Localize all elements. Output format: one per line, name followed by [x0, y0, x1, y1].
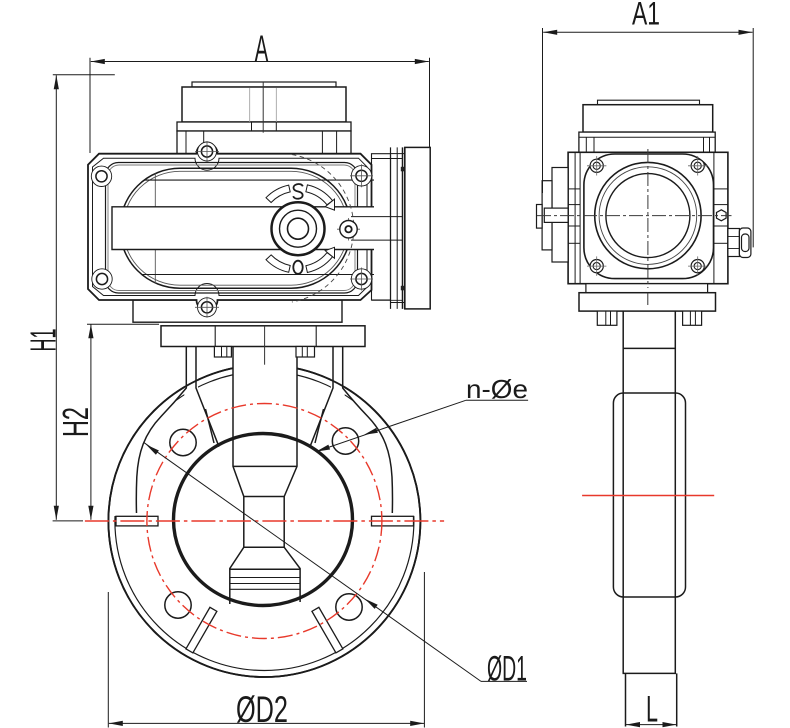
- svg-text:n-Øe: n-Øe: [466, 374, 528, 404]
- svg-text:H1: H1: [22, 329, 63, 352]
- svg-text:H2: H2: [55, 407, 96, 437]
- svg-text:A1: A1: [632, 0, 660, 32]
- svg-text:ØD2: ØD2: [236, 689, 288, 728]
- svg-text:A: A: [255, 28, 269, 69]
- svg-text:ØD1: ØD1: [487, 650, 527, 689]
- svg-text:L: L: [646, 689, 658, 728]
